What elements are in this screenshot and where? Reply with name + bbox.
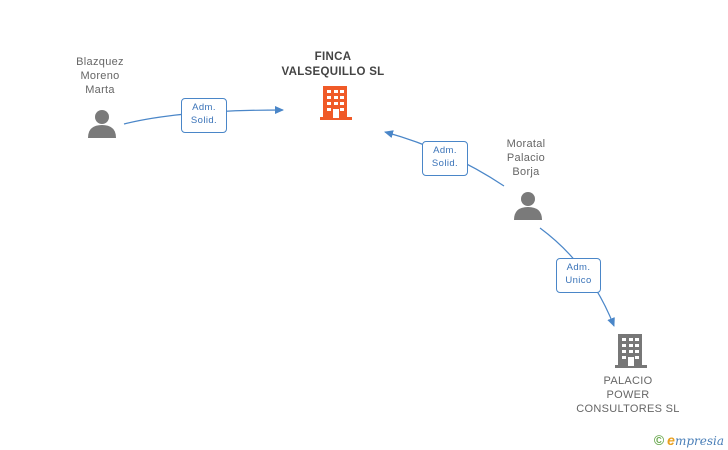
brand-e: e: [667, 432, 675, 448]
building-icon[interactable]: [320, 86, 352, 120]
moratal-line1: Moratal: [506, 138, 546, 150]
building-icon[interactable]: [615, 334, 647, 368]
empresia-brand: ©empresia: [654, 432, 724, 448]
finca-name-line2: VALSEQUILLO SL: [281, 66, 385, 78]
edge-badge-moratal-finca[interactable]: Adm. Solid.: [422, 141, 468, 176]
blazquez-line2: Moreno: [80, 70, 120, 82]
person-icon[interactable]: [513, 190, 543, 220]
edge-badge-moratal-palacio[interactable]: Adm. Unico: [556, 258, 601, 293]
finca-name-line1: FINCA: [314, 51, 352, 63]
badge-line2: Unico: [565, 275, 592, 286]
person-icon[interactable]: [87, 108, 117, 138]
palacio-line2: POWER: [606, 389, 650, 401]
badge-line1: Adm.: [192, 102, 216, 113]
moratal-line2: Palacio: [506, 152, 546, 164]
node-label-moratal[interactable]: Moratal Palacio Borja: [476, 137, 576, 179]
palacio-line1: PALACIO: [603, 375, 653, 387]
badge-line1: Adm.: [433, 145, 457, 156]
node-label-finca[interactable]: FINCA VALSEQUILLO SL: [253, 50, 413, 80]
badge-line2: Solid.: [431, 158, 459, 169]
palacio-line3: CONSULTORES SL: [576, 403, 680, 415]
badge-line1: Adm.: [566, 262, 591, 273]
copyright-symbol: ©: [653, 432, 665, 448]
brand-rest: mpresia: [674, 434, 724, 448]
moratal-line3: Borja: [512, 166, 540, 178]
node-label-palacio[interactable]: PALACIO POWER CONSULTORES SL: [563, 374, 693, 416]
blazquez-line3: Marta: [85, 84, 115, 96]
edge-badge-blazquez-finca[interactable]: Adm. Solid.: [181, 98, 227, 133]
badge-line2: Solid.: [190, 115, 218, 126]
node-label-blazquez[interactable]: Blazquez Moreno Marta: [50, 55, 150, 97]
blazquez-line1: Blazquez: [76, 56, 124, 68]
